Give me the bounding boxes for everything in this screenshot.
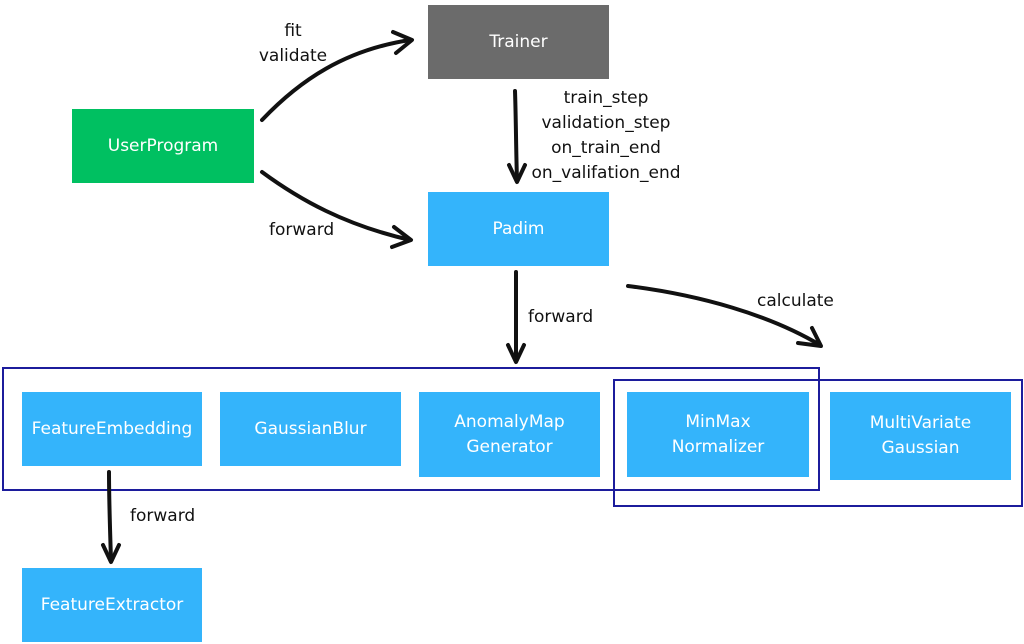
normalization-group [613,379,1023,507]
featureextractor-node: FeatureExtractor [22,568,202,642]
edge-label-validation-step: validation_step [541,113,671,133]
featureembedding-node: FeatureEmbedding [22,392,202,466]
anomalymapgenerator-node: AnomalyMap Generator [419,392,600,477]
edge-label-forward-padim-text: forward [528,307,594,327]
gaussianblur-label: GaussianBlur [254,418,367,439]
minmaxnormalizer-label-line1: MinMax [685,411,751,432]
edge-label-calculate-text: calculate [757,291,834,311]
trainer-node: Trainer [428,5,609,79]
edge-label-fit: fit [284,21,302,41]
multivariategaussian-label-line1: MultiVariate [869,413,972,433]
multivariategaussian-node: MultiVariate Gaussian [830,392,1011,480]
edge-label-forward-text: forward [269,220,335,240]
arrow-padim-to-gaussian [626,284,822,347]
featureextractor-label: FeatureExtractor [40,594,184,615]
featureembedding-label: FeatureEmbedding [31,418,193,439]
trainer-label: Trainer [489,31,548,52]
edge-label-forward-embedding: forward [130,504,195,529]
arrowhead-userprogram-to-padim [390,225,413,249]
multivariategaussian-label-line2: Gaussian [881,438,960,458]
arrow-embedding-to-extractor [107,470,113,562]
edge-label-validate: validate [258,46,328,66]
edge-label-on-valifation-end: on_valifation_end [531,163,681,183]
arrowhead-userprogram-to-trainer [391,30,414,55]
edge-label-train-step: train_step [563,88,649,108]
anomalymapgenerator-label-line2: Generator [466,436,553,457]
edge-label-on-train-end: on_train_end [551,138,661,158]
arrowhead-padim-to-gaussian [796,326,823,348]
edge-label-trainer-hooks: train_step validation_step on_train_end … [523,86,689,186]
padim-label: Padim [492,218,545,239]
anomalymapgenerator-label-line1: AnomalyMap [454,411,565,432]
userprogram-label: UserProgram [107,135,219,156]
arrow-userprogram-to-padim [260,170,412,242]
arrowhead-trainer-to-padim [507,163,527,184]
edge-label-forward-embedding-text: forward [130,506,196,526]
padim-node: Padim [428,192,609,266]
gaussianblur-node: GaussianBlur [220,392,401,466]
arrowhead-padim-to-components [506,343,526,364]
minmaxnormalizer-label-line2: Normalizer [671,436,765,457]
padim-components-group [2,367,820,491]
arrowhead-embedding-to-extractor [101,543,121,564]
minmaxnormalizer-node: MinMax Normalizer [627,392,809,477]
arrow-userprogram-to-trainer [260,38,412,122]
edge-label-forward-padim: forward [528,305,593,330]
edge-label-calculate: calculate [757,289,834,314]
userprogram-node: UserProgram [72,109,254,183]
arrow-trainer-to-padim [513,89,519,182]
edge-label-forward-userprogram: forward [269,218,334,243]
edge-label-fit-validate: fit validate [256,19,330,69]
